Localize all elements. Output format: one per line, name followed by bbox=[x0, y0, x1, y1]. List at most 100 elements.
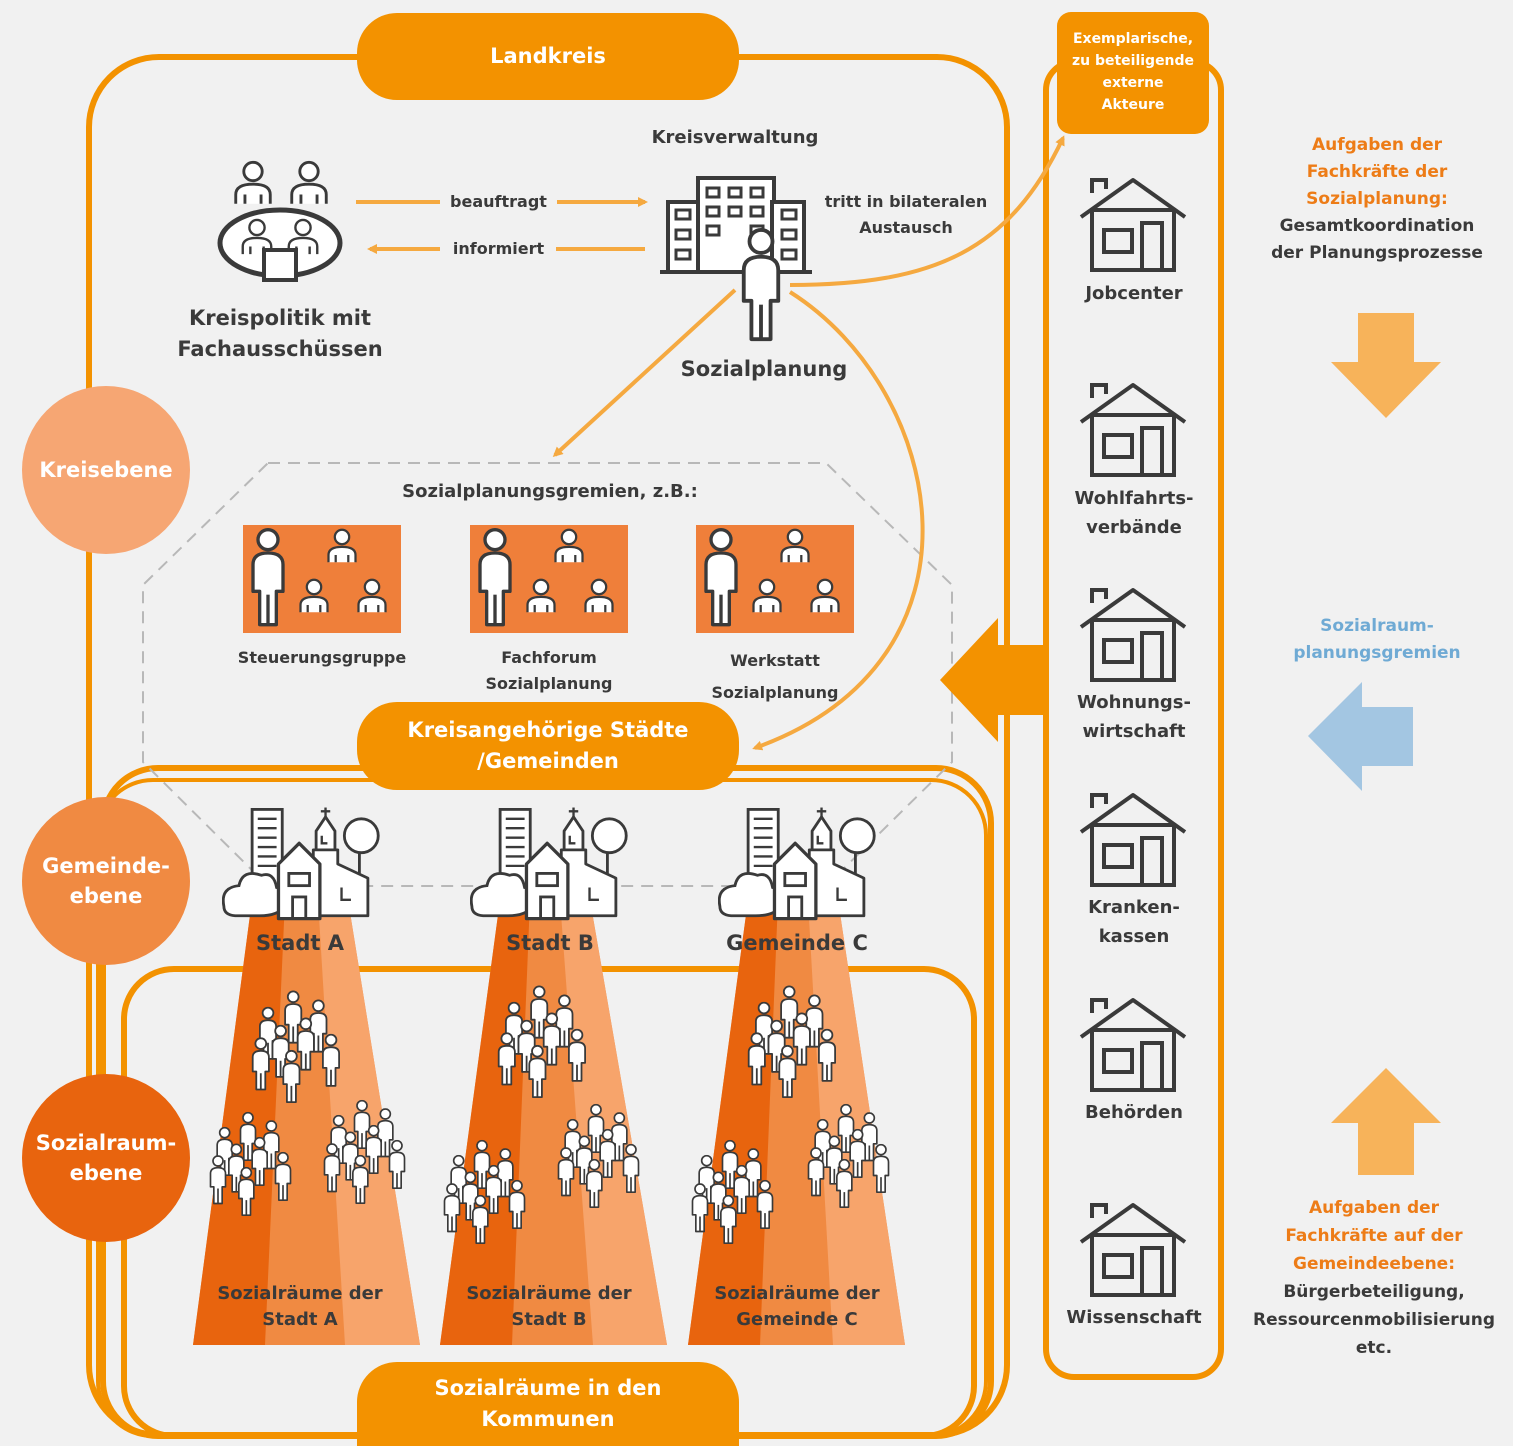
gemeindeebene-label-2: ebene bbox=[69, 884, 143, 908]
beauftragt-label: beauftragt bbox=[450, 192, 547, 211]
actor-label-6-line1: Wissenschaft bbox=[1066, 1307, 1202, 1328]
house-icon bbox=[1079, 793, 1187, 887]
externe-header-2: zu beteiligende bbox=[1071, 53, 1195, 69]
bilateral-label-2: Austausch bbox=[859, 218, 953, 237]
actor-label-4-line1: Kranken- bbox=[1088, 897, 1180, 918]
actor-label-behoerden: Behörden bbox=[1050, 1099, 1218, 1127]
actor-label-2-line1: Wohlfahrts- bbox=[1074, 488, 1194, 509]
externe-header: Exemplarische, zu beteiligende externe A… bbox=[1057, 28, 1209, 116]
sozialraum-label-a: Sozialräume der Stadt A bbox=[200, 1281, 400, 1333]
sozialraumgremien-text: Sozialraum- planungsgremien bbox=[1245, 613, 1509, 667]
landkreis-label: Landkreis bbox=[490, 44, 606, 68]
kreisverwaltung-title: Kreisverwaltung bbox=[651, 127, 819, 148]
house-icon bbox=[1079, 178, 1187, 272]
actor-label-wissenschaft: Wissenschaft bbox=[1050, 1304, 1218, 1332]
gremien-blue-line1: Sozialraum- bbox=[1320, 616, 1434, 636]
arrow-to-gremien bbox=[552, 288, 737, 458]
actor-label-jobcenter: Jobcenter bbox=[1050, 280, 1218, 308]
externe-header-3: externe bbox=[1102, 75, 1164, 91]
actor-label-wohlfahrt: Wohlfahrts- verbände bbox=[1050, 484, 1218, 542]
town-label-c: Gemeinde C bbox=[726, 931, 868, 955]
actor-label-wohnung: Wohnungs- wirtschaft bbox=[1050, 688, 1218, 746]
sozialraumebene-label-2: ebene bbox=[69, 1161, 143, 1185]
gremium-tile-3 bbox=[696, 525, 854, 633]
sozialraum-label-c: Sozialräume der Gemeinde C bbox=[697, 1281, 897, 1333]
aufgaben1-line3: Sozialplanung: bbox=[1306, 189, 1448, 209]
sozialraum-label-b: Sozialräume der Stadt B bbox=[449, 1281, 649, 1333]
aufgaben2-line4: Bürgerbeteiligung, bbox=[1283, 1282, 1465, 1302]
gremium-label-1: Steuerungsgruppe bbox=[222, 645, 422, 671]
sozialplanung-label: Sozialplanung bbox=[680, 357, 848, 381]
kreisverwaltung-icon bbox=[660, 176, 812, 342]
gremien-title: Sozialplanungsgremien, z.B.: bbox=[402, 481, 698, 502]
actor-label-1-line1: Jobcenter bbox=[1085, 283, 1183, 304]
sozialraum-label-b-1: Sozialräume der bbox=[466, 1283, 632, 1304]
sozialraumebene-circle: Sozialraum- ebene bbox=[22, 1074, 190, 1242]
gremium-label-2-line2: Sozialplanung bbox=[485, 674, 613, 693]
actor-label-3-line2: wirtschaft bbox=[1082, 721, 1186, 742]
arrow-to-externe bbox=[789, 135, 1065, 287]
kreisangehoerige-label-2: /Gemeinden bbox=[477, 749, 619, 773]
sozialraeume-pill: Sozialräume in den Kommunen bbox=[357, 1362, 739, 1446]
aufgaben2-line3: Gemeindeebene: bbox=[1292, 1254, 1455, 1274]
sozialraum-label-a-2: Stadt A bbox=[262, 1309, 338, 1330]
actor-label-3-line1: Wohnungs- bbox=[1077, 692, 1191, 713]
left-arrow bbox=[1308, 682, 1413, 791]
kreispolitik-label: Kreispolitik mit Fachausschüssen bbox=[160, 303, 400, 365]
externe-header-box bbox=[1057, 12, 1209, 134]
aufgaben1-line2: Fachkräfte der bbox=[1306, 162, 1448, 182]
gemeindeebene-label-1: Gemeinde- bbox=[42, 854, 170, 878]
bilateral-label: tritt in bilateralen Austausch bbox=[806, 189, 1006, 241]
gremium-label-3-line2: Sozialplanung bbox=[711, 683, 839, 702]
aufgaben1-line4: Gesamtkoordination bbox=[1279, 216, 1475, 236]
kreispolitik-icon bbox=[217, 160, 343, 282]
kreisebene-circle: Kreisebene bbox=[22, 386, 190, 554]
kreispolitik-label-1: Kreispolitik mit bbox=[188, 306, 372, 330]
town-label-b: Stadt B bbox=[506, 931, 594, 955]
sozialraum-label-b-2: Stadt B bbox=[511, 1309, 587, 1330]
actor-label-kranken: Kranken- kassen bbox=[1050, 893, 1218, 951]
beam-stadt-b bbox=[440, 900, 667, 1345]
aufgaben2-line2: Fachkräfte auf der bbox=[1285, 1226, 1463, 1246]
aufgaben-sozialplanung-text: Aufgaben der Fachkräfte der Sozialplanun… bbox=[1245, 132, 1509, 267]
kreisangehoerige-pill: Kreisangehörige Städte /Gemeinden bbox=[357, 702, 739, 790]
aufgaben1-line1: Aufgaben der bbox=[1311, 135, 1443, 155]
externe-header-4: Akteure bbox=[1101, 97, 1165, 113]
aufgaben1-line5: der Planungsprozesse bbox=[1271, 243, 1483, 263]
beam-gemeinde-c bbox=[688, 900, 905, 1345]
sozialraum-label-c-1: Sozialräume der bbox=[714, 1283, 880, 1304]
bilateral-label-1: tritt in bilateralen bbox=[824, 192, 988, 211]
actor-label-2-line2: verbände bbox=[1086, 517, 1182, 538]
gremium-label-3-line1: Werkstatt bbox=[730, 651, 820, 670]
sozialraum-label-c-2: Gemeinde C bbox=[736, 1309, 858, 1330]
actor-label-4-line2: kassen bbox=[1098, 926, 1170, 947]
externe-header-1: Exemplarische, bbox=[1072, 31, 1194, 47]
kreisebene-label: Kreisebene bbox=[39, 458, 173, 482]
aufgaben-gemeinde-text: Aufgaben der Fachkräfte auf der Gemeinde… bbox=[1238, 1194, 1510, 1362]
aufgaben2-line5: Ressourcenmobilisierung bbox=[1252, 1310, 1495, 1330]
house-icon bbox=[1079, 588, 1187, 682]
gremium-tile-1 bbox=[243, 525, 401, 633]
gremium-label-1-line1: Steuerungsgruppe bbox=[237, 648, 407, 667]
sozialraeume-label-1: Sozialräume in den bbox=[434, 1376, 662, 1400]
sozialraum-label-a-1: Sozialräume der bbox=[217, 1283, 383, 1304]
actor-label-5-line1: Behörden bbox=[1085, 1102, 1183, 1123]
up-arrow bbox=[1331, 1068, 1441, 1175]
sozialraeume-label-2: Kommunen bbox=[481, 1407, 615, 1431]
down-arrow bbox=[1331, 313, 1441, 418]
house-icon bbox=[1079, 998, 1187, 1092]
aufgaben2-line1: Aufgaben der bbox=[1308, 1198, 1440, 1218]
informiert-label: informiert bbox=[452, 239, 545, 258]
aufgaben2-line6: etc. bbox=[1355, 1338, 1393, 1358]
gremium-label-3: Werkstatt Sozialplanung bbox=[675, 645, 875, 709]
gemeindeebene-circle: Gemeinde- ebene bbox=[22, 797, 190, 965]
town-icon bbox=[718, 805, 876, 921]
gremium-label-2-line1: Fachforum bbox=[501, 648, 597, 667]
externe-inflow-arrow bbox=[940, 618, 1048, 742]
town-icon bbox=[470, 805, 628, 921]
kreisangehoerige-label-1: Kreisangehörige Städte bbox=[407, 718, 689, 742]
town-icon bbox=[222, 805, 380, 921]
gremien-blue-line2: planungsgremien bbox=[1293, 643, 1461, 663]
house-icon bbox=[1079, 383, 1187, 477]
arrow-to-gemeinden bbox=[752, 290, 925, 751]
